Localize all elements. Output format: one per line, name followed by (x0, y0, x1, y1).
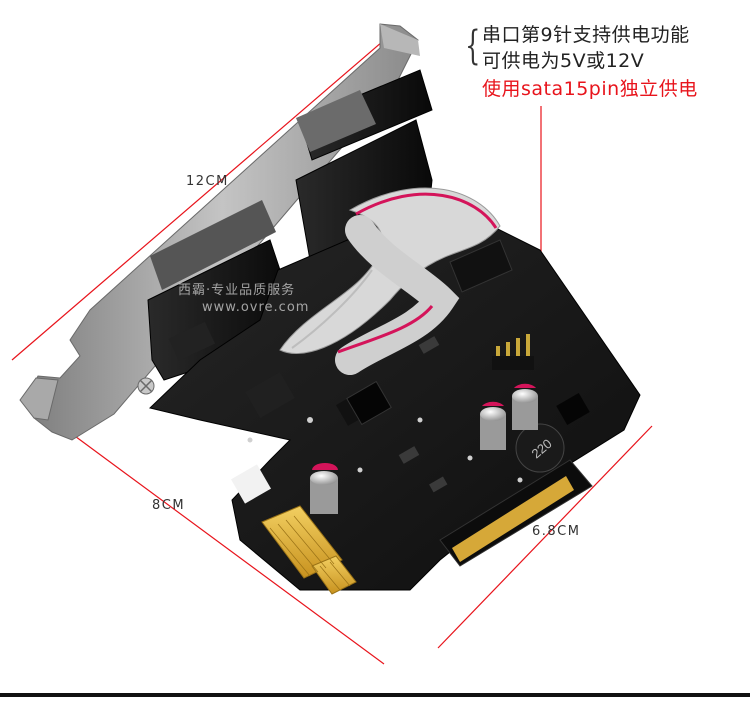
ribbon-header (449, 239, 513, 293)
weee-label (231, 464, 271, 504)
capacitor-2 (512, 383, 538, 430)
brace-mark: { (465, 23, 481, 69)
capacitor-1 (480, 401, 506, 450)
dimension-label-card-height: 6.8CM (532, 524, 581, 539)
dimension-line-card-height (437, 425, 653, 649)
watermark-text: 西霸·专业品质服务 (178, 283, 296, 298)
jumper-pins (492, 334, 534, 370)
ribbon-cable (279, 187, 513, 375)
pcie-gold-fingers (261, 505, 357, 595)
sata-power-connector (439, 459, 593, 567)
power-inductor (515, 423, 565, 473)
bottom-border (0, 693, 750, 697)
dimension-line-bracket (11, 41, 383, 361)
db9-connector-top (295, 69, 433, 261)
capacitor-3 (310, 463, 338, 514)
watermark: 西霸·专业品质服务 www.ovre.com (178, 282, 309, 316)
dimension-label-card-length: 8CM (152, 498, 186, 513)
controller-chip (346, 380, 392, 426)
dimension-label-bracket: 12CM (186, 174, 229, 189)
dimension-line-card-length (63, 427, 385, 665)
annotation-line-1: 串口第9针支持供电功能 (482, 24, 690, 46)
annotation-line-2: 可供电为5V或12V (482, 50, 645, 72)
watermark-url: www.ovre.com (202, 300, 310, 315)
annotation-line-3: 使用sata15pin独立供电 (482, 78, 698, 100)
